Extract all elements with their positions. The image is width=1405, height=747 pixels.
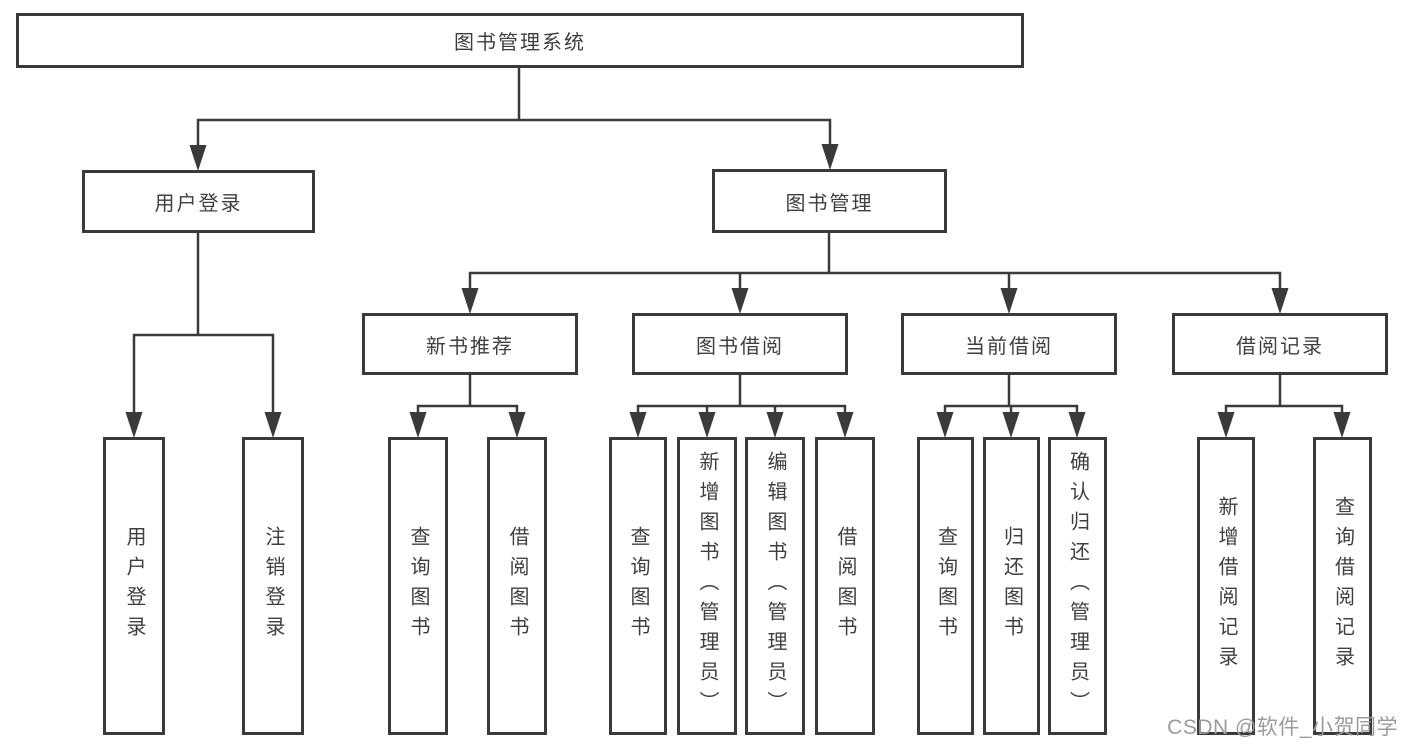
node-root-label: 图书管理系统 [454, 32, 586, 54]
leaf-query-books-recommend: 查询图书 [388, 437, 448, 735]
leaf-logout-label: 注销登录 [262, 526, 284, 646]
node-book-management: 图书管理 [712, 169, 947, 233]
node-borrow-record-label: 借阅记录 [1236, 335, 1324, 358]
node-current-borrow: 当前借阅 [901, 313, 1117, 375]
leaf-confirm-return-admin-label: 确认归还（管理员） [1066, 451, 1089, 721]
leaf-query-books-borrow-label: 查询图书 [627, 526, 649, 646]
leaf-add-borrow-record: 新增借阅记录 [1197, 437, 1255, 735]
node-book-management-label: 图书管理 [785, 192, 874, 215]
node-current-borrow-label: 当前借阅 [965, 335, 1053, 358]
leaf-return-books-label: 归还图书 [1000, 526, 1023, 646]
leaf-add-borrow-record-label: 新增借阅记录 [1215, 496, 1237, 676]
leaf-logout: 注销登录 [242, 437, 304, 735]
node-book-borrow-label: 图书借阅 [696, 335, 784, 358]
leaf-query-borrow-record: 查询借阅记录 [1313, 437, 1372, 735]
leaf-borrow-books-label: 借阅图书 [834, 526, 856, 646]
node-user-login-label: 用户登录 [154, 193, 243, 215]
leaf-return-books: 归还图书 [983, 437, 1040, 735]
leaf-query-books-current: 查询图书 [917, 437, 974, 735]
leaf-query-books-recommend-label: 查询图书 [407, 526, 429, 646]
leaf-edit-books-admin: 编辑图书（管理员） [745, 437, 805, 735]
node-book-borrow: 图书借阅 [632, 313, 848, 375]
node-user-login: 用户登录 [82, 170, 315, 233]
node-new-book-recommend: 新书推荐 [362, 313, 578, 375]
csdn-watermark: CSDN @软件_小贺同学 [1167, 716, 1398, 739]
leaf-add-books-admin: 新增图书（管理员） [677, 437, 737, 735]
leaf-borrow-books-recommend: 借阅图书 [487, 437, 547, 735]
node-new-book-recommend-label: 新书推荐 [426, 335, 514, 358]
leaf-borrow-books-recommend-label: 借阅图书 [506, 526, 528, 646]
leaf-borrow-books: 借阅图书 [815, 437, 875, 735]
leaf-query-books-borrow: 查询图书 [609, 437, 667, 735]
leaf-query-books-current-label: 查询图书 [934, 526, 957, 646]
leaf-user-login: 用户登录 [103, 437, 165, 735]
leaf-query-borrow-record-label: 查询借阅记录 [1331, 496, 1354, 676]
leaf-user-login-label: 用户登录 [123, 526, 145, 646]
node-borrow-record: 借阅记录 [1172, 313, 1388, 375]
leaf-add-books-admin-label: 新增图书（管理员） [696, 451, 718, 721]
node-root: 图书管理系统 [16, 13, 1024, 68]
leaf-edit-books-admin-label: 编辑图书（管理员） [764, 451, 786, 721]
leaf-confirm-return-admin: 确认归还（管理员） [1048, 437, 1107, 735]
